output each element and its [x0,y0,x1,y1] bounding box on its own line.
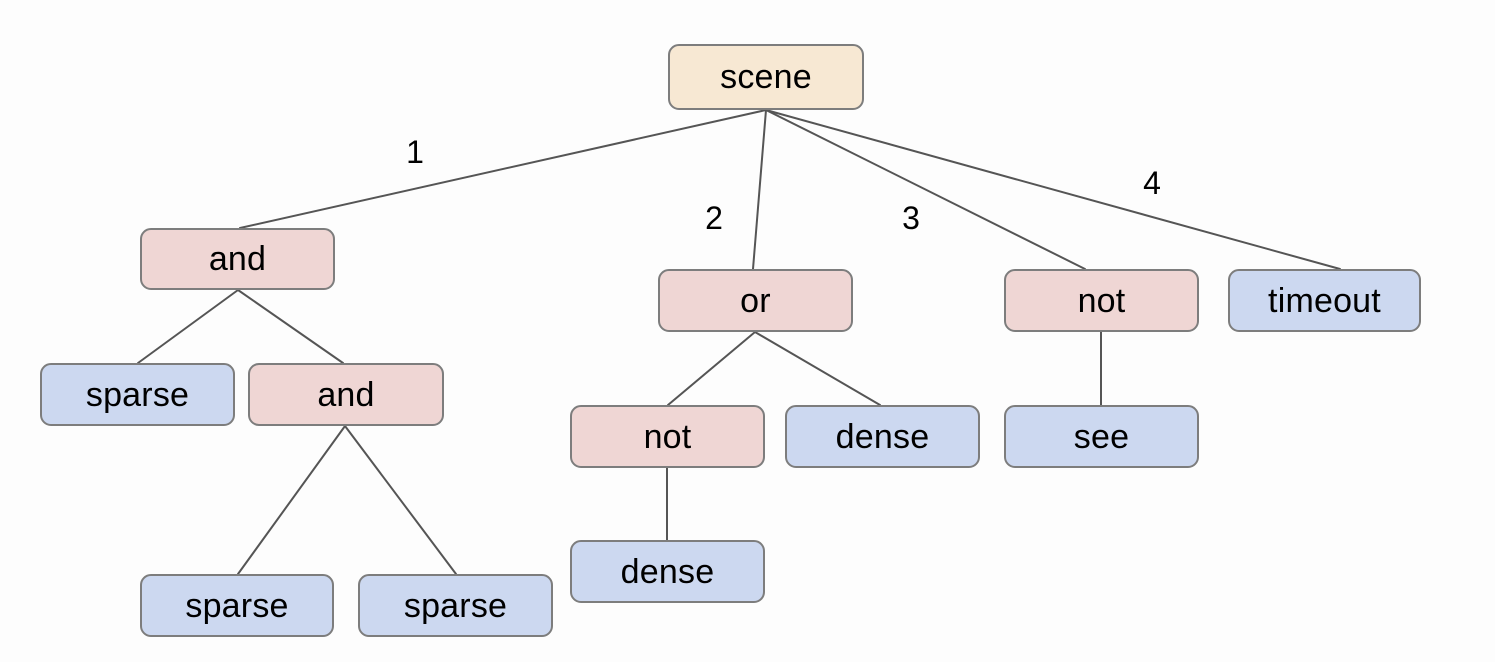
edge-scene-to-not1 [765,109,1086,270]
edge-and2-to-sparse2 [237,425,346,575]
tree-node-timeout1[interactable]: timeout [1228,269,1421,332]
tree-node-sparse2[interactable]: sparse [140,574,334,637]
edge-and1-to-and2 [237,289,344,364]
edge-or1-to-not2 [667,331,756,406]
tree-node-sparse1[interactable]: sparse [40,363,235,426]
tree-node-and2[interactable]: and [248,363,444,426]
tree-node-sparse3[interactable]: sparse [358,574,553,637]
edge-or1-to-dense1 [754,331,881,406]
tree-node-or1[interactable]: or [658,269,853,332]
edge-scene-to-or1 [752,109,767,270]
edge-scene-to-timeout1 [765,109,1341,270]
edge-and1-to-sparse1 [137,289,239,364]
edge-label-4: 4 [1143,165,1161,201]
tree-node-dense2[interactable]: dense [570,540,765,603]
edge-scene-to-and1 [239,109,767,229]
edge-label-2: 2 [705,200,723,236]
tree-node-dense1[interactable]: dense [785,405,980,468]
edge-and2-to-sparse3 [344,425,457,575]
edge-label-3: 3 [902,200,920,236]
tree-node-scene[interactable]: scene [668,44,864,110]
tree-node-not1[interactable]: not [1004,269,1199,332]
tree-node-not2[interactable]: not [570,405,765,468]
edge-label-1: 1 [406,134,424,170]
tree-node-see1[interactable]: see [1004,405,1199,468]
tree-node-and1[interactable]: and [140,228,335,290]
